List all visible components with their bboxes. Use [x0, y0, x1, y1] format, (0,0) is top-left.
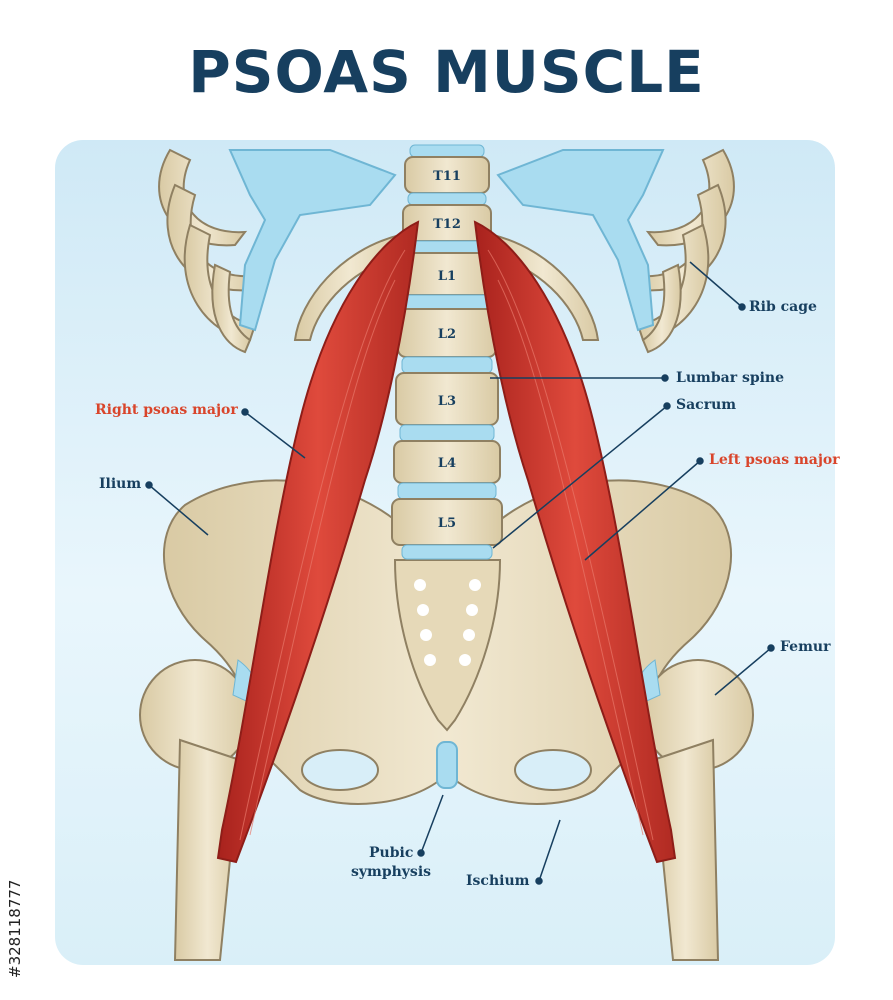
label-right-psoas-major: Right psoas major [95, 402, 238, 418]
vertebra-label-t12: T12 [433, 217, 461, 232]
rib-cage-right [636, 148, 735, 354]
rib-cage-left [158, 148, 257, 354]
sacrum [393, 559, 502, 732]
rib-cartilage-right [496, 149, 665, 332]
vertebra-label-l4: L4 [438, 456, 456, 471]
label-ischium: Ischium [466, 873, 530, 889]
label-sacrum: Sacrum [676, 397, 737, 413]
vertebra-label-t11: T11 [433, 169, 461, 184]
vertebral-column [391, 144, 503, 560]
stock-id-watermark: #328118777 [6, 879, 24, 978]
label-left-psoas-major: Left psoas major [709, 452, 840, 468]
page-title: PSOAS MUSCLE [188, 38, 705, 106]
vertebra-label-l2: L2 [438, 327, 456, 342]
label-femur: Femur [780, 639, 831, 655]
left-psoas-major [473, 220, 677, 864]
rib-cartilage-left [228, 149, 397, 332]
label-lumbar-spine: Lumbar spine [676, 370, 785, 386]
pubic-symphysis-disc [436, 741, 458, 789]
vertebra-label-l5: L5 [438, 516, 456, 531]
femur-right [642, 659, 754, 961]
vertebra-label-l1: L1 [438, 269, 456, 284]
vertebra-labels: T11 T12 L1 L2 L3 L4 L5 [433, 169, 461, 531]
muscle-fibers [239, 249, 654, 841]
leader-lines [145, 261, 775, 885]
label-pubic-symphysis-line1: Pubic [369, 845, 414, 861]
label-pubic-symphysis-line2: symphysis [351, 864, 432, 880]
label-rib-cage: Rib cage [749, 299, 817, 315]
label-ilium: Ilium [99, 476, 142, 492]
vertebra-label-l3: L3 [438, 394, 456, 409]
femur-left [139, 659, 251, 961]
right-psoas-major [216, 220, 420, 864]
